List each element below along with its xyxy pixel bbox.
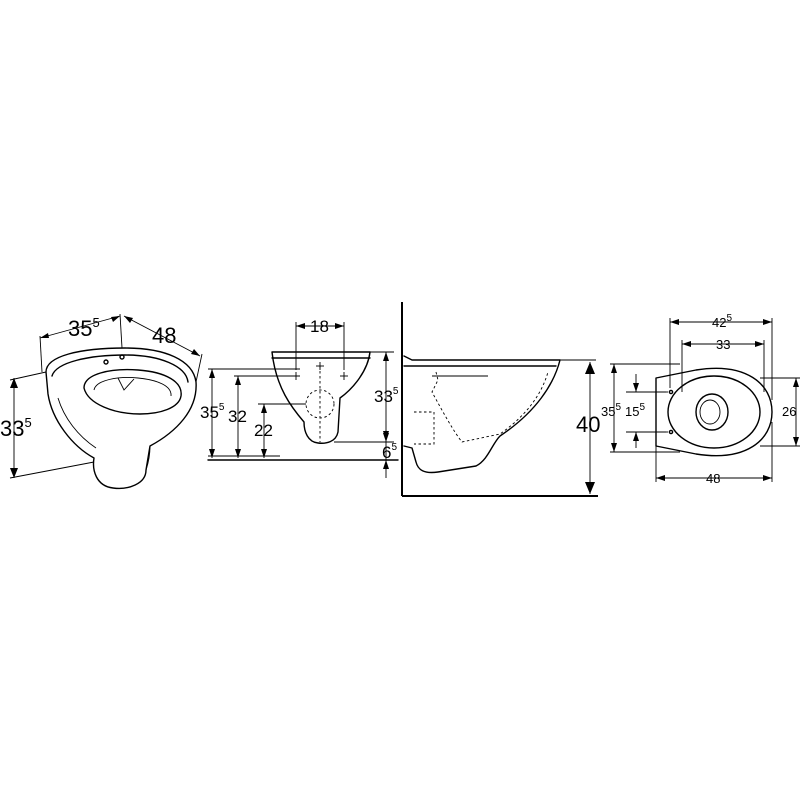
perspective-view: 355 48 335 [0, 313, 203, 490]
top-inner-width-label: 33 [716, 337, 730, 352]
perspective-width-label: 355 [68, 315, 100, 341]
front-rim-height-label: 335 [374, 386, 399, 406]
top-view: 425 33 355 155 26 48 [601, 313, 800, 486]
top-bowl-depth-label: 26 [782, 404, 796, 419]
perspective-height-label: 335 [0, 415, 32, 441]
front-total-height-label: 355 [200, 402, 225, 422]
side-view: 40 [401, 302, 600, 497]
front-fixing-spacing-label: 18 [310, 317, 329, 336]
top-outer-width-label: 425 [712, 313, 732, 330]
perspective-depth-label: 48 [152, 323, 176, 348]
top-total-length-label: 48 [706, 471, 720, 486]
front-view: 18 355 32 22 335 65 [200, 317, 399, 478]
front-outlet-height-label: 22 [254, 421, 273, 440]
top-fixing-offset-label: 155 [625, 402, 645, 419]
front-base-offset-label: 65 [382, 442, 397, 462]
front-fixing-height-label: 32 [228, 407, 247, 426]
top-side-depth-label: 355 [601, 402, 621, 419]
side-total-height-label: 40 [576, 412, 600, 437]
